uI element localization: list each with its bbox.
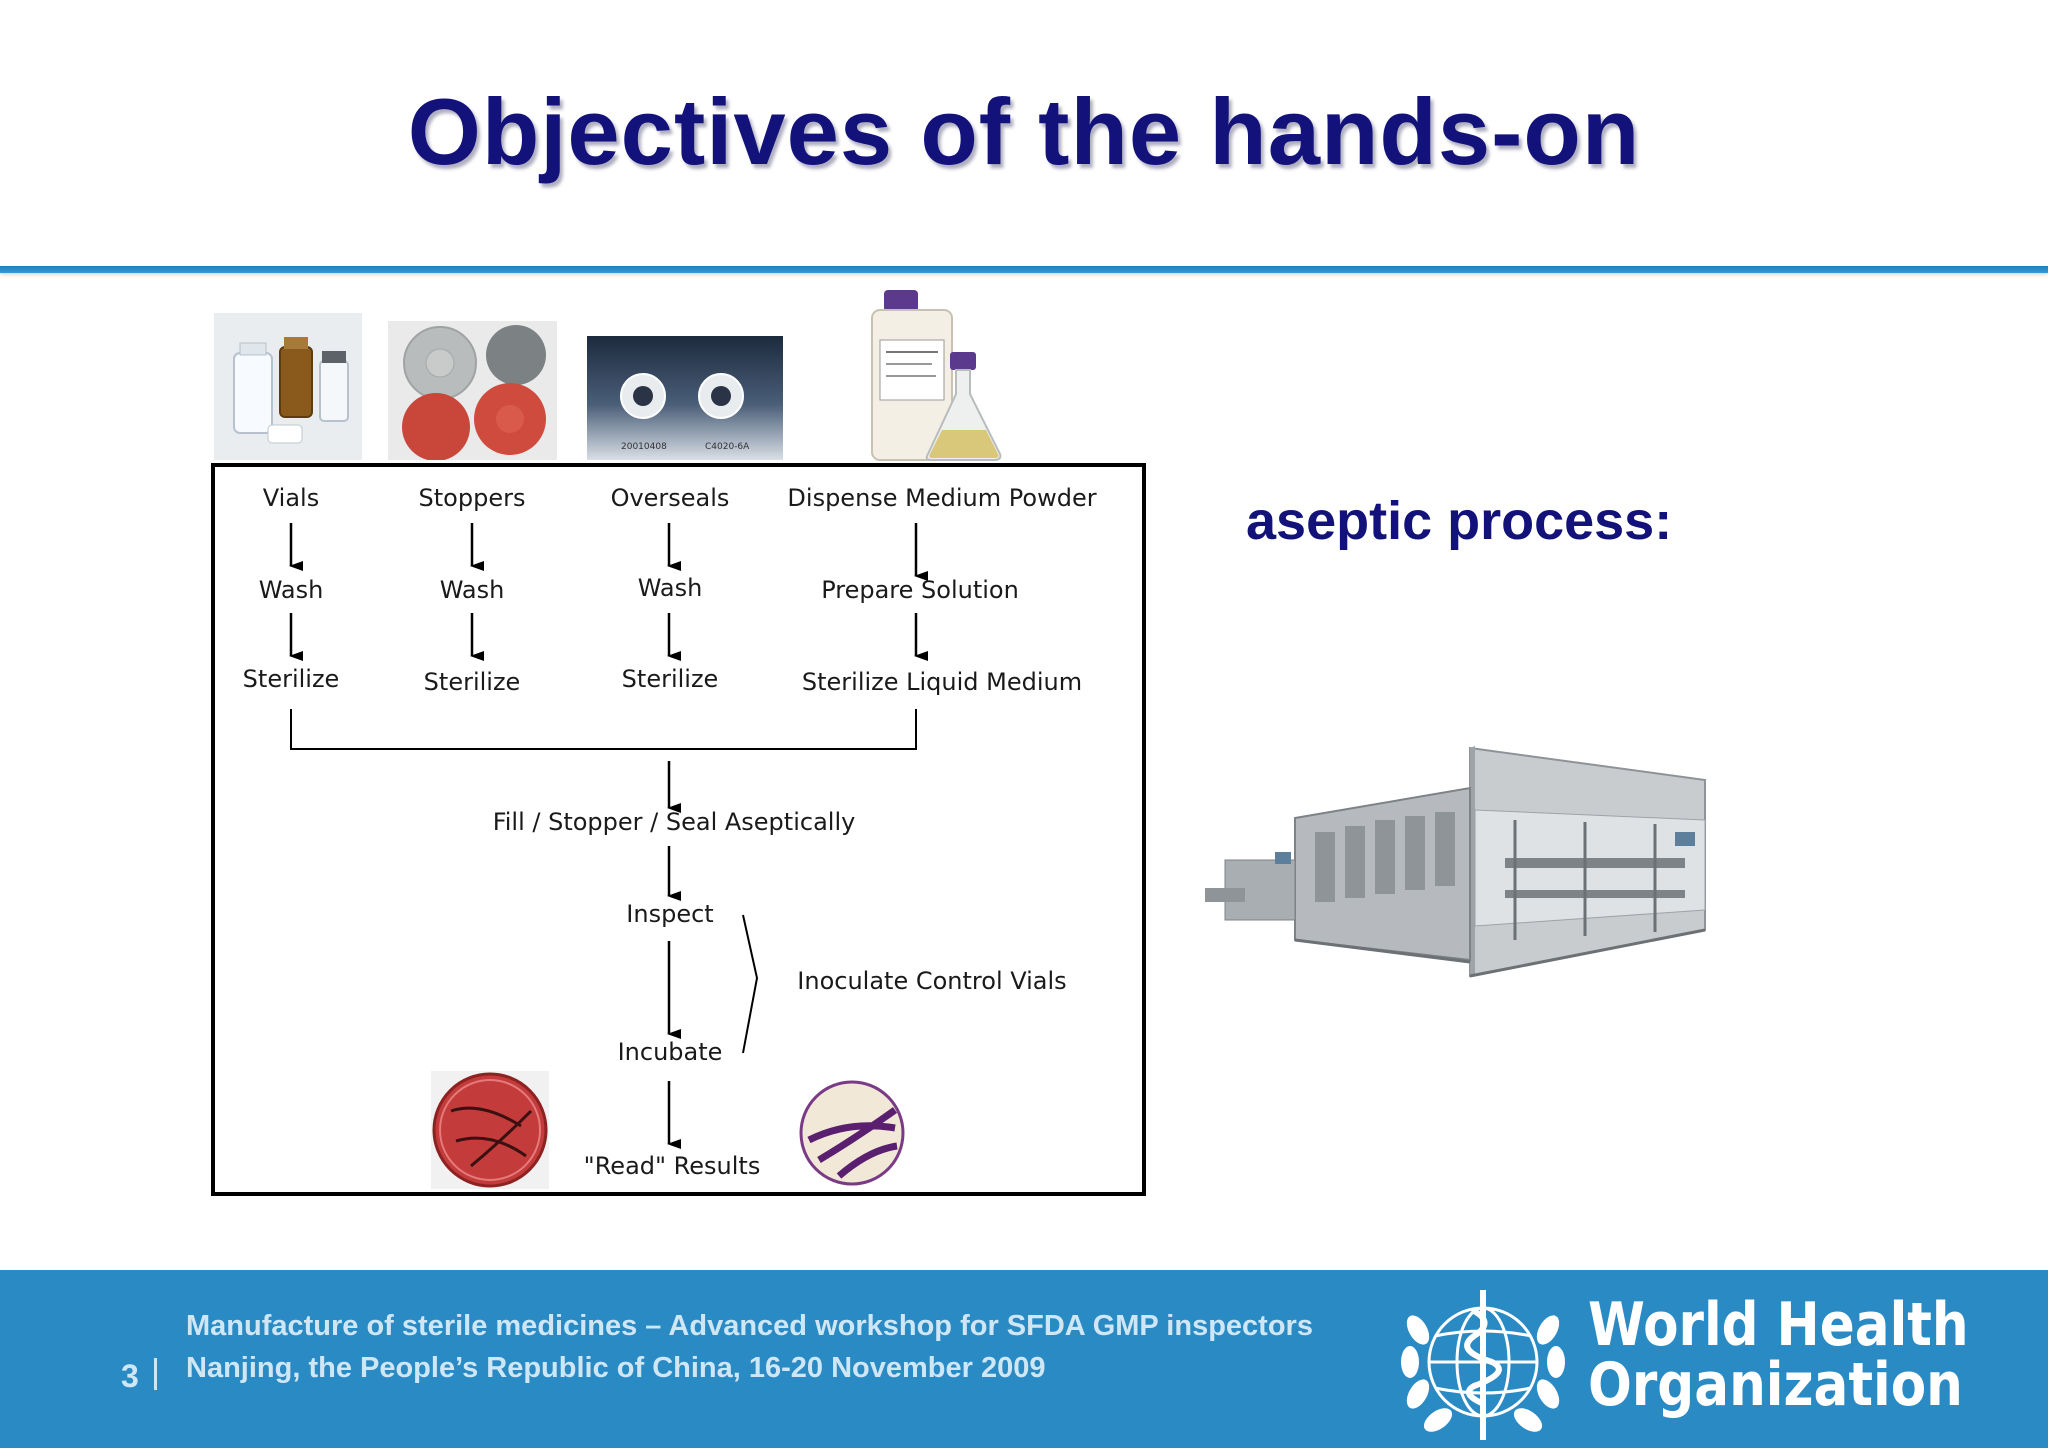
filling-machine-photo: [1205, 740, 1765, 990]
flow-incubate: Incubate: [617, 1038, 723, 1066]
flow-dispense-medium: Dispense Medium Powder: [787, 484, 1097, 512]
page-number-divider: [154, 1358, 157, 1390]
flow-read-results: "Read" Results: [583, 1152, 761, 1180]
overseals-photo: 20010408 C4020-6A: [587, 336, 783, 460]
footer-location-date: Nanjing, the People’s Republic of China,…: [186, 1352, 1046, 1384]
flow-stoppers-sterilize: Sterilize: [423, 668, 521, 696]
petri-dish-red: [431, 1071, 549, 1189]
flow-vials-wash: Wash: [258, 576, 324, 604]
flow-prepare-solution: Prepare Solution: [821, 576, 1019, 604]
medium-bottles-photo: [862, 290, 1014, 462]
vials-photo: [214, 313, 362, 460]
flow-overseals: Overseals: [610, 484, 730, 512]
who-name-line1: World Health: [1588, 1290, 1969, 1360]
stoppers-photo: [388, 321, 557, 460]
who-name-line2: Organization: [1588, 1350, 1963, 1420]
flow-inspect: Inspect: [626, 900, 714, 928]
flow-fill-stopper-seal: Fill / Stopper / Seal Aseptically: [492, 808, 856, 836]
process-flowchart: [211, 463, 1146, 1196]
flow-inoculate-controls: Inoculate Control Vials: [797, 967, 1067, 995]
petri-dish-purple: [799, 1080, 905, 1186]
page-number: 3: [121, 1358, 139, 1394]
overseal-caption-right: C4020-6A: [705, 442, 750, 452]
flowchart-arrows: [289, 523, 928, 1149]
flow-sterilize-liquid: Sterilize Liquid Medium: [801, 668, 1083, 696]
flow-overseals-wash: Wash: [637, 574, 703, 602]
flow-vials: Vials: [262, 484, 320, 512]
overseal-caption-left: 20010408: [621, 442, 667, 452]
footer-workshop-title: Manufacture of sterile medicines – Advan…: [186, 1310, 1313, 1342]
slide-title: Objectives of the hands-on: [407, 79, 1641, 184]
title-divider: [0, 266, 2048, 273]
footer-bar: [0, 1270, 2048, 1448]
flow-stoppers: Stoppers: [418, 484, 526, 512]
flow-overseals-sterilize: Sterilize: [621, 665, 719, 693]
flow-vials-sterilize: Sterilize: [242, 665, 340, 693]
aseptic-process-label: aseptic process:: [1246, 491, 1673, 551]
flow-stoppers-wash: Wash: [439, 576, 505, 604]
who-emblem-icon: [1401, 1290, 1565, 1440]
